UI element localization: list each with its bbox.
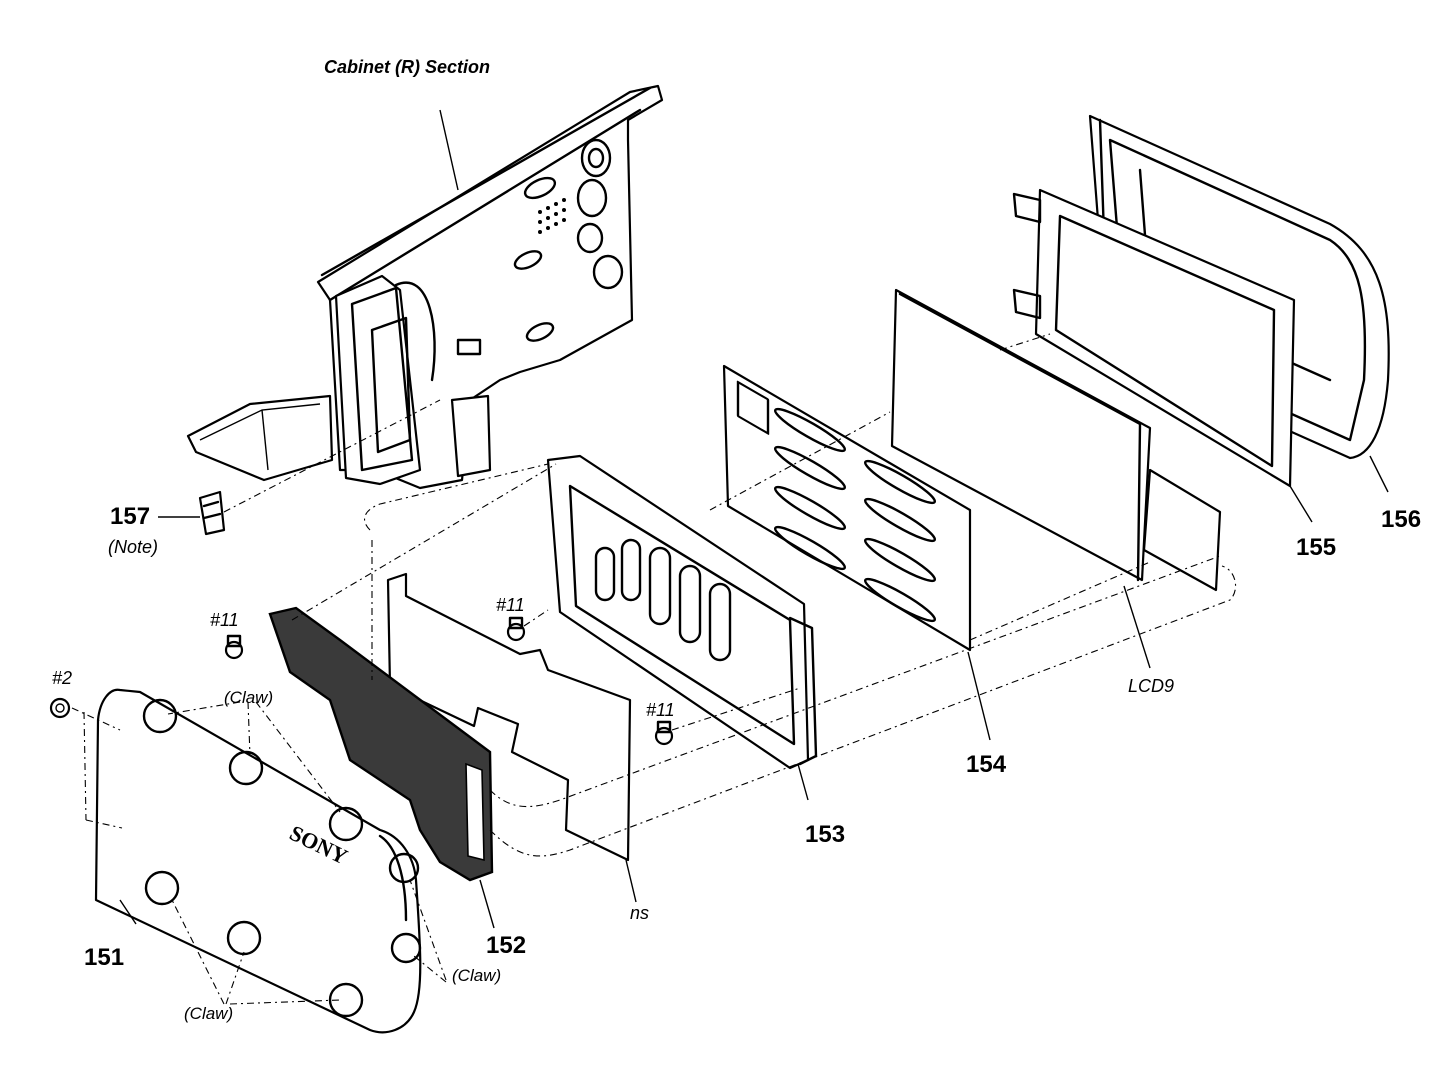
label-note: (Note): [108, 537, 159, 557]
label-151: 151: [84, 944, 125, 971]
label-153: 153: [805, 821, 846, 848]
label-lcd9: LCD9: [1128, 676, 1175, 696]
label-screw-11-left: #11: [210, 610, 239, 630]
screw-11-left: [224, 634, 244, 660]
guide-lines: [291, 109, 1237, 857]
label-screw-11-bottom: #11: [646, 700, 675, 720]
cabinet-r-assembly: [186, 84, 664, 490]
label-screw-2: #2: [52, 668, 73, 688]
label-157: 157: [110, 503, 151, 530]
part-151-cover: SONY: [94, 688, 447, 1034]
screw-2: [49, 697, 123, 829]
section-title: Cabinet (R) Section: [324, 57, 491, 77]
part-152-board: [268, 606, 495, 929]
label-152: 152: [486, 932, 527, 959]
lcd9-panel: [890, 288, 1222, 669]
screw-11-bottom: [654, 687, 801, 746]
part-155-frame: [1012, 188, 1389, 523]
label-claw-top: (Claw): [224, 688, 274, 707]
label-155: 155: [1296, 534, 1337, 561]
part-154-sheet: [722, 364, 991, 741]
label-ns: ns: [630, 903, 650, 923]
screw-11-mid: [506, 609, 549, 642]
label-screw-11-mid: #11: [496, 595, 525, 615]
label-154: 154: [966, 751, 1007, 778]
label-claw-right: (Claw): [452, 966, 502, 985]
label-claw-bottom: (Claw): [184, 1004, 234, 1023]
label-156: 156: [1381, 506, 1422, 533]
ns-sheet: [386, 572, 637, 903]
part-157-clip: [158, 399, 441, 536]
